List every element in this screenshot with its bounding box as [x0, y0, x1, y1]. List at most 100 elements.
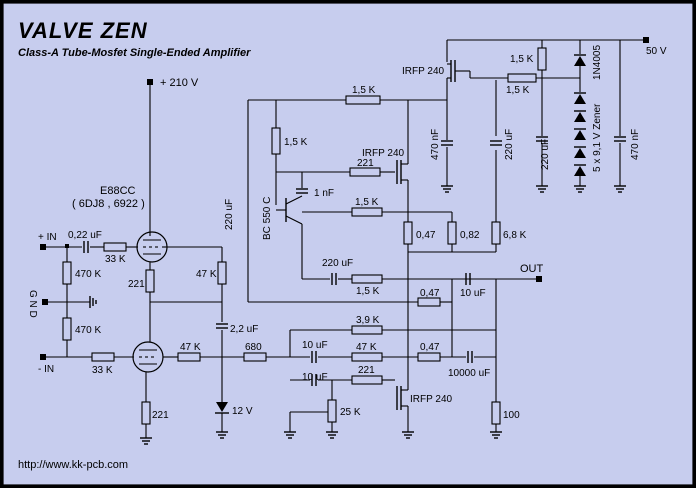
c10u-a-label: 10 uF [302, 340, 328, 351]
c10u-out-label: 10 uF [460, 288, 486, 299]
url: http://www.kk-pcb.com [18, 459, 128, 471]
supply-50v-label: 50 V [646, 46, 667, 57]
c470n-b-label: 470 nF [630, 129, 641, 160]
capacitor-icon [536, 136, 548, 142]
r-cath-top-label: 221 [128, 279, 145, 290]
ground-icon [441, 185, 453, 193]
diode-icon [574, 54, 586, 66]
ground-icon [614, 185, 626, 193]
ground-icon [140, 437, 152, 445]
r47k-mid-label: 47 K [180, 342, 201, 353]
capacitor-icon [467, 351, 473, 363]
r100-label: 100 [503, 410, 520, 421]
resistor-icon [491, 221, 501, 245]
c10u-b-label: 10 uF [302, 372, 328, 383]
ground-icon [490, 431, 502, 439]
r047b-label: 0,47 [420, 288, 440, 299]
r1k5-sup-a-label: 1,5 K [510, 54, 534, 65]
c220u-bjt-label: 220 uF [224, 199, 235, 230]
c220u-fb-label: 220 uF [322, 258, 353, 269]
mosfet-low-label: IRFP 240 [410, 394, 452, 405]
ground-icon [284, 431, 296, 439]
c470n-a-label: 470 nF [430, 129, 441, 160]
r1k5-sup-b-label: 1,5 K [506, 85, 530, 96]
r-cath-bot-label: 221 [152, 410, 169, 421]
resistor-icon [417, 352, 441, 362]
zener12-label: 12 V [232, 406, 253, 417]
resistor-icon [351, 352, 383, 362]
r3k9-label: 3,9 K [356, 315, 380, 326]
resistor-icon [62, 317, 72, 341]
r1k5-v-label: 1,5 K [284, 137, 308, 148]
r1k5-fb-label: 1,5 K [356, 286, 380, 297]
bplus-terminal [147, 79, 153, 85]
resistor-icon [403, 221, 413, 245]
resistor-icon [145, 269, 155, 293]
ground-icon [89, 296, 97, 308]
r470k-top-label: 470 K [75, 269, 101, 280]
resistor-icon [417, 297, 441, 307]
ground-icon [574, 185, 586, 193]
resistor-icon [327, 399, 337, 423]
zener-icon [574, 92, 586, 176]
r470k-bot-label: 470 K [75, 325, 101, 336]
cin-label: 0,22 uF [68, 230, 102, 241]
r082-label: 0,82 [460, 230, 480, 241]
out-label: OUT [520, 263, 544, 275]
r47k-plate-label: 47 K [196, 269, 217, 280]
r047a-label: 0,47 [416, 230, 436, 241]
resistor-icon [217, 261, 227, 285]
capacitor-icon [311, 374, 317, 386]
resistor-icon [491, 401, 501, 425]
resistor-icon [177, 352, 201, 362]
mosfet-top-label: IRFP 240 [402, 66, 444, 77]
capacitor-icon [614, 136, 626, 142]
resistor-icon [351, 274, 383, 284]
r221-low-label: 221 [358, 365, 375, 376]
c220u-fb-top-label: 220 uF [504, 129, 515, 160]
ground-icon [536, 185, 548, 193]
r-grid-top-label: 33 K [105, 254, 126, 265]
resistor-icon [345, 95, 381, 105]
bplus-label: + 210 V [160, 77, 199, 89]
tube-equiv: ( 6DJ8 , 6922 ) [72, 198, 145, 210]
r1k5-top-label: 1,5 K [352, 85, 376, 96]
c2u2-label: 2,2 uF [230, 324, 258, 335]
capacitor-icon [216, 323, 228, 329]
resistor-icon [62, 261, 72, 285]
capacitor-icon [441, 140, 453, 146]
plus-in-label: + IN [38, 232, 57, 243]
ground-icon [216, 431, 228, 439]
r1k5-mid-label: 1,5 K [355, 197, 379, 208]
capacitor-icon [296, 188, 308, 194]
capacitor-icon [331, 273, 337, 285]
pot25k-label: 25 K [340, 407, 361, 418]
resistor-icon [141, 401, 151, 425]
bjt-label: BC 550 C [262, 197, 273, 240]
r680-label: 680 [245, 342, 262, 353]
mosfet-icon [396, 160, 408, 184]
ground-icon [326, 431, 338, 439]
r221-gate-label: 221 [357, 158, 374, 169]
title: VALVE ZEN [18, 18, 148, 43]
capacitor-icon [465, 273, 471, 285]
gnd-label: G N D [27, 290, 38, 318]
resistor-icon [351, 207, 383, 217]
tube-type: E88CC [100, 185, 136, 197]
r047c-label: 0,47 [420, 342, 440, 353]
minus-in-label: - IN [38, 364, 54, 375]
resistor-icon [507, 73, 537, 83]
r47k-low-label: 47 K [356, 342, 377, 353]
resistor-icon [351, 325, 383, 335]
resistor-icon [91, 352, 115, 362]
resistor-icon [351, 375, 383, 385]
mosfet-icon [447, 60, 470, 82]
mosfet-icon [396, 386, 408, 410]
resistor-icon [271, 127, 281, 155]
transistor-icon [276, 195, 303, 225]
diode-label: 1N4005 [592, 45, 603, 80]
resistor-icon [537, 47, 547, 71]
resistor-icon [243, 352, 267, 362]
c220u-a-label: 220 uF [540, 139, 551, 170]
